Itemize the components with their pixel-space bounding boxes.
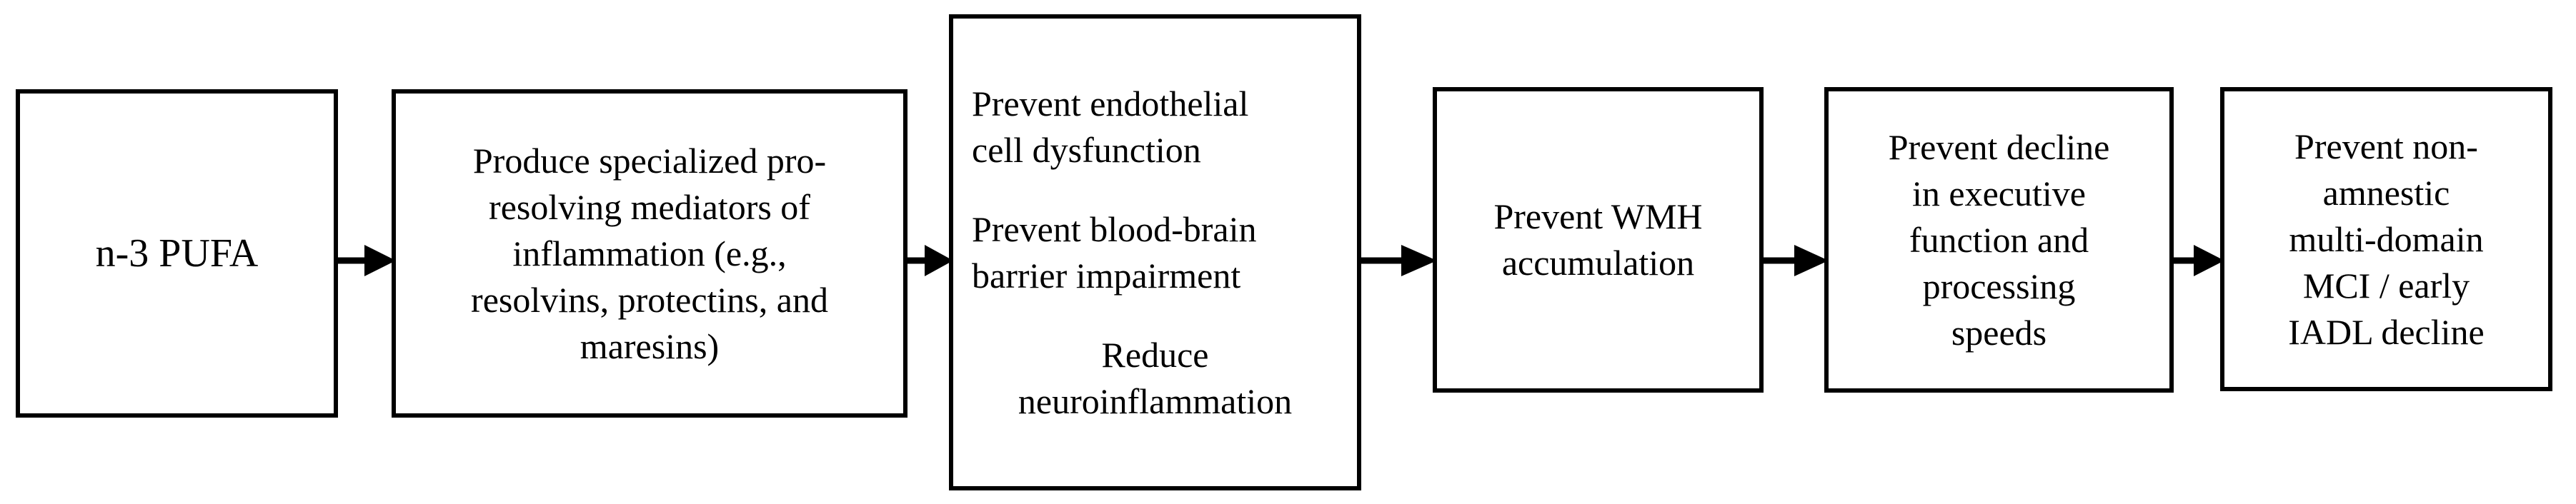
flow-node-text: Prevent decline in executive function an… (1829, 124, 2169, 356)
flow-arrow-5 (2171, 241, 2224, 281)
node-text-line: n-3 PUFA (95, 231, 259, 276)
node-text-line: Produce specialized pro- (472, 140, 827, 181)
flow-node-vascular-neuroinflammation: Prevent endothelial cell dysfunction Pre… (949, 14, 1361, 490)
node-text-line: Prevent decline (1888, 126, 2110, 167)
flow-node-text: Produce specialized pro- resolving media… (396, 138, 903, 370)
node-text-line: accumulation (1501, 243, 1695, 283)
node-text-line: processing (1922, 266, 2076, 306)
node-text-line: Prevent WMH (1493, 196, 1703, 236)
node-text-line: Prevent non- (2294, 126, 2478, 166)
node-paragraph: Prevent blood-brain barrier impairment (972, 206, 1338, 299)
node-text-line: neuroinflammation (1018, 380, 1293, 421)
flow-arrow-2 (905, 241, 953, 281)
node-text-line: IADL decline (2288, 311, 2485, 352)
node-paragraph: Produce specialized pro- resolving media… (409, 138, 890, 370)
node-text-line: inflammation (e.g., (512, 233, 787, 273)
node-paragraph: Reduce neuroinflammation (972, 332, 1338, 425)
node-text-line: MCI / early (2302, 265, 2470, 306)
node-text-line: Prevent blood-brain (972, 208, 1257, 249)
node-text-line: Reduce (1101, 334, 1209, 375)
node-text-line: resolvins, protectins, and (471, 279, 828, 320)
node-paragraph: Prevent endothelial cell dysfunction (972, 81, 1338, 173)
node-paragraph: n-3 PUFA (33, 229, 321, 278)
flow-node-n3-pufa: n-3 PUFA (16, 89, 338, 418)
flow-arrow-1 (336, 241, 396, 281)
node-paragraph: Prevent non- amnestic multi-domain MCI /… (2237, 124, 2535, 356)
node-text-line: barrier impairment (972, 255, 1241, 296)
node-text-line: Prevent endothelial (972, 83, 1249, 124)
node-text-line: speeds (1951, 312, 2047, 353)
flow-node-wmh-accumulation: Prevent WMH accumulation (1433, 87, 1764, 393)
flow-node-cognitive-decline: Prevent decline in executive function an… (1824, 87, 2174, 393)
flow-node-text: Prevent non- amnestic multi-domain MCI /… (2224, 124, 2548, 356)
flow-node-text: Prevent endothelial cell dysfunction Pre… (953, 81, 1357, 425)
flow-arrow-4 (1761, 241, 1829, 281)
flow-node-mci-iadl-decline: Prevent non- amnestic multi-domain MCI /… (2220, 87, 2552, 391)
node-text-line: multi-domain (2289, 218, 2484, 259)
flow-node-text: n-3 PUFA (20, 229, 334, 278)
flow-arrow-3 (1358, 241, 1437, 281)
flow-node-spm-production: Produce specialized pro- resolving media… (392, 89, 907, 418)
node-text-line: maresins) (580, 326, 720, 366)
node-text-line: resolving mediators of (489, 186, 810, 227)
node-paragraph: Prevent WMH accumulation (1450, 193, 1746, 286)
node-text-line: amnestic (2322, 172, 2450, 213)
node-text-line: cell dysfunction (972, 129, 1201, 170)
node-paragraph: Prevent decline in executive function an… (1841, 124, 2157, 356)
node-text-line: function and (1909, 219, 2089, 260)
flow-node-text: Prevent WMH accumulation (1437, 193, 1759, 286)
node-text-line: in executive (1912, 173, 2086, 213)
